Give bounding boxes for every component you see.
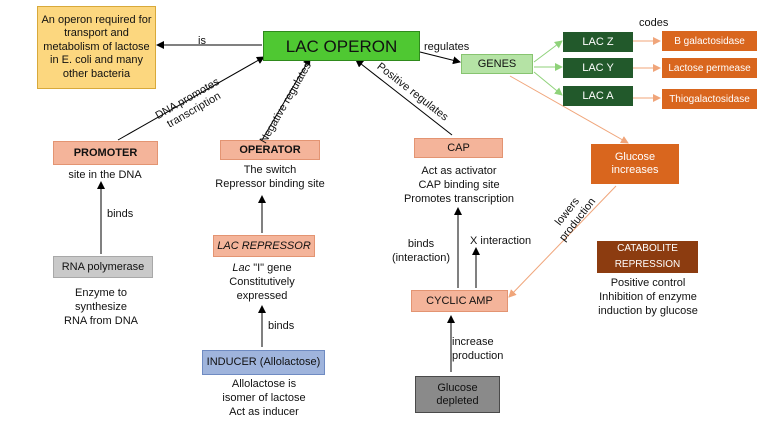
cap-description-3: Promotes transcription — [403, 193, 515, 205]
is-label: is — [198, 35, 206, 47]
glucose-increases-node: Glucose increases — [591, 144, 679, 184]
lac-operon-node: LAC OPERON — [263, 31, 420, 61]
operator-node: OPERATOR — [220, 140, 320, 160]
edge-regulates — [419, 51, 461, 65]
lac-z-node: LAC Z — [563, 32, 633, 52]
regulates-label: regulates — [424, 41, 470, 53]
b-galactosidase-node: B galactosidase — [662, 31, 757, 51]
promoter-description: site in the DNA — [68, 169, 142, 181]
binds-inducer-label: binds — [268, 320, 295, 332]
cap-node: CAP — [414, 138, 503, 158]
binds-rna-label: binds — [107, 208, 134, 220]
cap-description-1: Act as activator — [421, 165, 497, 177]
rna-polymerase-description: Enzyme to synthesize RNA from DNA — [64, 287, 138, 327]
edge-genes-laca — [533, 71, 563, 96]
lac-repressor-gene: Lac "I" gene — [200, 261, 324, 275]
catabolite-repression-node: CATABOLITE REPRESSION — [597, 241, 698, 273]
thiogalactosidase-node: Thiogalactosidase — [662, 89, 757, 109]
catabolite-description: Positive control Inhibition of enzyme in… — [598, 277, 698, 317]
edge-dna-promotes — [117, 56, 265, 141]
lac-y-node: LAC Y — [563, 58, 633, 78]
codes-label: codes — [639, 17, 669, 29]
rna-polymerase-node: RNA polymerase — [53, 256, 153, 278]
cyclic-amp-node: CYCLIC AMP — [411, 290, 508, 312]
edge-genes-glucose — [509, 75, 629, 144]
lac-repressor-gene-rest: "I" gene — [250, 262, 292, 274]
lactose-permease-node: Lactose permease — [662, 58, 757, 78]
binds-interaction-label: binds (interaction) — [391, 238, 451, 264]
operator-description-2: Repressor binding site — [215, 178, 325, 190]
lac-a-node: LAC A — [563, 86, 633, 106]
promoter-node: PROMOTER — [53, 141, 158, 165]
genes-node: GENES — [461, 54, 533, 74]
edge-negative-regulates — [261, 57, 311, 141]
inducer-description: Allolactose is isomer of lactose Act as … — [222, 378, 306, 418]
x-interaction-label: X interaction — [470, 235, 532, 247]
edge-positive-regulates — [355, 59, 453, 136]
operon-definition-node: An operon required for transport and met… — [37, 6, 156, 89]
lac-repressor-node: LAC REPRESSOR — [213, 235, 315, 257]
edge-genes-lacz — [533, 40, 563, 63]
inducer-node: INDUCER (Allolactose) — [202, 350, 325, 375]
edge-lowers-production — [508, 185, 617, 298]
lac-repressor-gene-prefix: Lac — [232, 262, 251, 274]
cap-description-2: CAP binding site — [418, 179, 500, 191]
lac-repressor-description: Constitutively expressed — [229, 276, 295, 302]
operator-description-1: The switch — [243, 164, 297, 176]
increase-production-label: increase production — [452, 336, 504, 362]
glucose-depleted-node: Glucose depleted — [415, 376, 500, 413]
